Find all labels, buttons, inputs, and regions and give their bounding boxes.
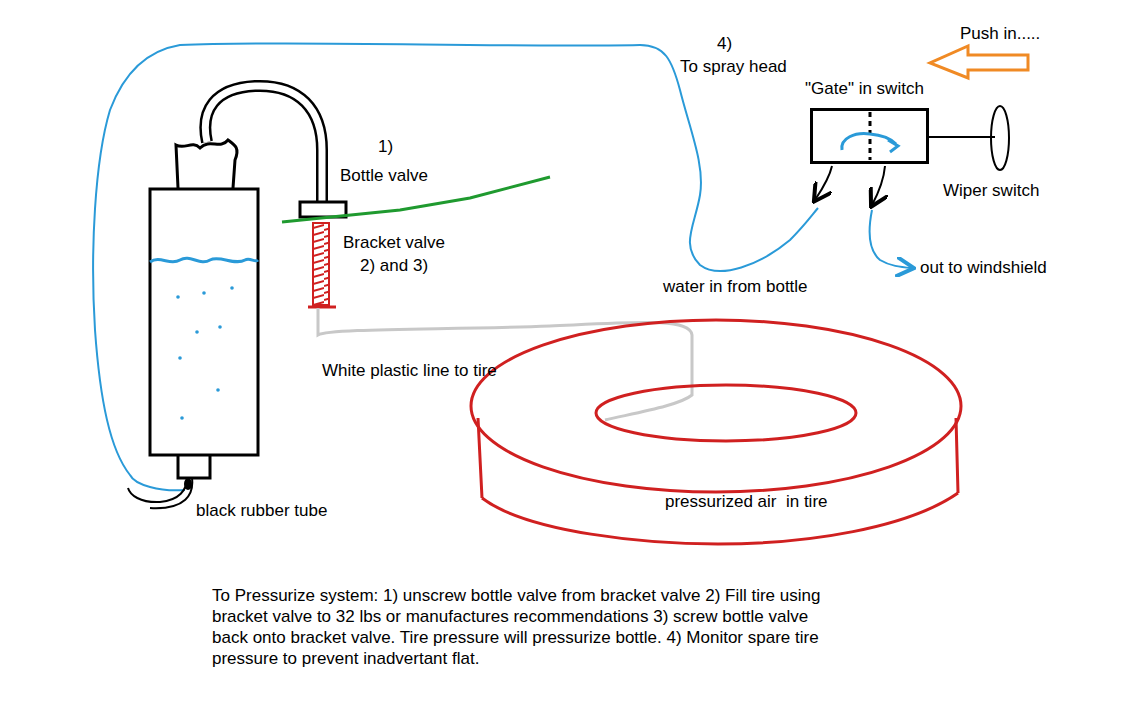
switch-outline: [810, 108, 929, 164]
flow-label: out to windshield: [920, 257, 1047, 278]
callout-number: 4): [717, 33, 732, 54]
switch-label: "Gate" in switch: [805, 78, 924, 99]
callout-number: 2) and 3): [360, 255, 428, 276]
part-label: To spray head: [680, 56, 787, 77]
part-label: Wiper switch: [943, 180, 1039, 201]
spare-tire: pressurized air in tire: [468, 318, 964, 548]
action-label: Push in.....: [960, 23, 1040, 44]
tire-label: pressurized air in tire: [665, 491, 828, 512]
part-label: Bottle valve: [340, 165, 428, 186]
callout-number: 1): [378, 136, 393, 157]
tire-outline: [468, 318, 964, 548]
instruction-note: To Pressurize system: 1) unscrew bottle …: [212, 585, 844, 669]
switch-box: "Gate" in switch: [810, 108, 929, 164]
part-label: Bracket valve: [343, 232, 445, 253]
flow-label: water in from bottle: [663, 276, 808, 297]
part-label: black rubber tube: [196, 500, 327, 521]
part-label: White plastic line to tire: [322, 360, 497, 381]
